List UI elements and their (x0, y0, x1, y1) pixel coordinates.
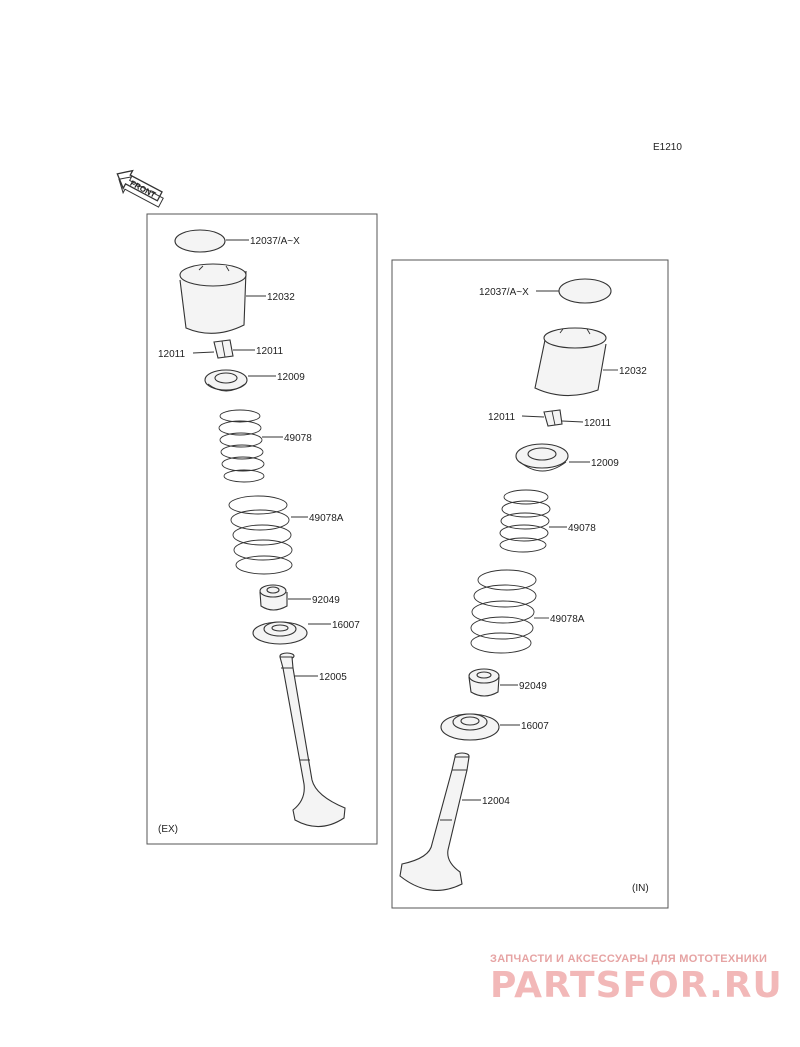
in-stem-seal: 92049 (468, 668, 547, 697)
ex-inner-spring-label: 49078 (284, 433, 312, 444)
watermark-tagline: ЗАПЧАСТИ И АКСЕССУАРЫ ДЛЯ МОТОТЕХНИКИ (490, 953, 767, 965)
in-valve: 12004 (399, 752, 510, 891)
in-spring-seat-label: 16007 (521, 721, 549, 732)
watermark: ЗАПЧАСТИ И АКСЕССУАРЫ ДЛЯ МОТОТЕХНИКИ PA… (490, 953, 783, 1006)
ex-inner-spring: 49078 (218, 409, 312, 483)
in-tappet: 12032 (534, 327, 647, 397)
ex-tappet-label: 12032 (267, 292, 295, 303)
intake-panel: 12037/A~X 12032 12011 12011 12009 (391, 259, 669, 909)
ex-outer-spring: 49078A (228, 495, 344, 575)
watermark-logo: PARTSFOR.RU (490, 965, 783, 1006)
in-cotter-right-label: 12011 (584, 418, 612, 429)
ex-valve: 12005 (279, 652, 347, 828)
ex-cotters: 12011 12011 (158, 339, 284, 360)
exhaust-panel-frame (146, 213, 378, 845)
ex-caption: (EX) (158, 824, 178, 835)
ex-stem-seal-label: 92049 (312, 595, 340, 606)
in-inner-spring: 49078 (499, 489, 596, 553)
ex-cotter-right-label: 12011 (256, 346, 284, 357)
exhaust-panel: 12037/A~X 12032 12011 12011 12009 (146, 213, 378, 845)
diagram-code: E1210 (653, 142, 682, 153)
front-arrow-icon: FRONT (116, 169, 164, 208)
in-inner-spring-label: 49078 (568, 523, 596, 534)
in-stem-seal-label: 92049 (519, 681, 547, 692)
ex-valve-label: 12005 (319, 672, 347, 683)
in-spring-seat: 16007 (440, 713, 549, 741)
in-cotter-left-label: 12011 (488, 412, 516, 423)
ex-outer-spring-label: 49078A (309, 513, 344, 524)
in-tappet-shim: 12037/A~X (479, 278, 612, 304)
ex-tappet: 12032 (179, 263, 295, 334)
in-retainer: 12009 (515, 443, 619, 472)
ex-retainer-label: 12009 (277, 372, 305, 383)
in-outer-spring-label: 49078A (550, 614, 585, 625)
in-shim-label: 12037/A~X (479, 287, 529, 298)
in-outer-spring: 49078A (470, 569, 585, 654)
in-cotters: 12011 12011 (488, 409, 612, 429)
ex-stem-seal: 92049 (259, 584, 340, 611)
intake-panel-frame (391, 259, 669, 909)
ex-shim-label: 12037/A~X (250, 236, 300, 247)
in-valve-label: 12004 (482, 796, 510, 807)
in-retainer-label: 12009 (591, 458, 619, 469)
in-tappet-label: 12032 (619, 366, 647, 377)
ex-spring-seat-label: 16007 (332, 620, 360, 631)
ex-spring-seat: 16007 (252, 620, 360, 645)
in-caption: (IN) (632, 883, 649, 894)
ex-retainer: 12009 (204, 369, 305, 392)
ex-tappet-shim: 12037/A~X (174, 229, 300, 253)
ex-cotter-left-label: 12011 (158, 349, 186, 360)
